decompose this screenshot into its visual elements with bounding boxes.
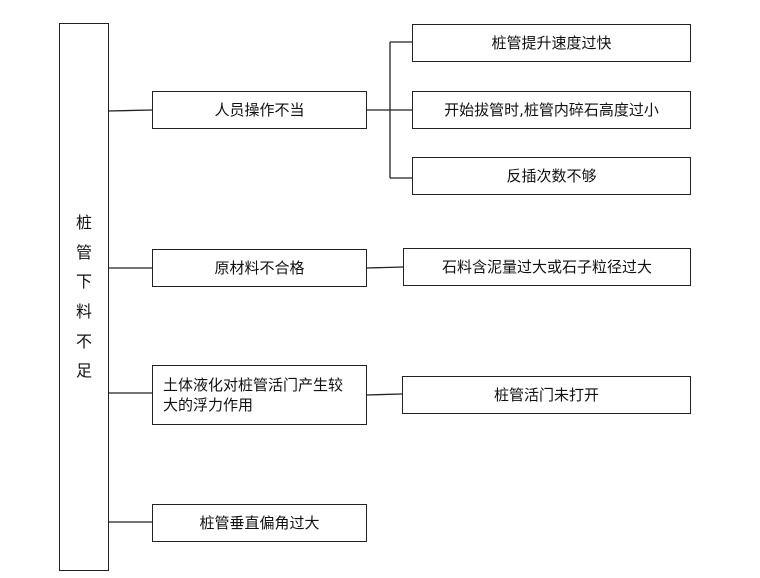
root-problem-box: 桩 管 下 料 不 足 [59, 23, 109, 571]
subcause-box-lift-speed: 桩管提升速度过快 [412, 24, 691, 62]
root-char: 料 [75, 302, 92, 321]
cause-label: 桩管垂直偏角过大 [199, 513, 320, 532]
root-char: 不 [75, 331, 92, 351]
root-char: 桩 [75, 213, 92, 233]
connector-subcause-2-1 [365, 266, 404, 269]
subcause-label: 桩管提升速度过快 [491, 33, 612, 52]
cause-box-verticality: 桩管垂直偏角过大 [152, 504, 367, 542]
root-char: 足 [75, 361, 92, 381]
cause-label: 土体液化对桩管活门产生较大的浮力作用 [163, 375, 344, 414]
subcause-label: 桩管活门未打开 [493, 385, 599, 404]
root-char: 管 [75, 242, 92, 262]
subcause-label: 石料含泥量过大或石子粒径过大 [441, 257, 652, 276]
subcause-box-valve-closed: 桩管活门未打开 [402, 376, 691, 414]
cause-label: 人员操作不当 [214, 100, 305, 119]
cause-label: 原材料不合格 [214, 258, 305, 277]
connector-subcause-3-1 [365, 393, 403, 396]
cause-box-personnel: 人员操作不当 [152, 91, 367, 129]
subcause-box-gravel-height: 开始拔管时,桩管内碎石高度过小 [412, 91, 691, 129]
cause-box-soil-liquefaction: 土体液化对桩管活门产生较大的浮力作用 [152, 365, 367, 425]
subcause-box-reinsertion: 反插次数不够 [412, 157, 691, 195]
root-char: 下 [75, 272, 92, 292]
subcause-label: 开始拔管时,桩管内碎石高度过小 [444, 100, 659, 119]
subcause-label: 反插次数不够 [506, 166, 597, 185]
cause-box-materials: 原材料不合格 [152, 249, 367, 287]
subcause-box-stone-quality: 石料含泥量过大或石子粒径过大 [403, 248, 691, 286]
connector-root-cause-1 [107, 109, 153, 112]
